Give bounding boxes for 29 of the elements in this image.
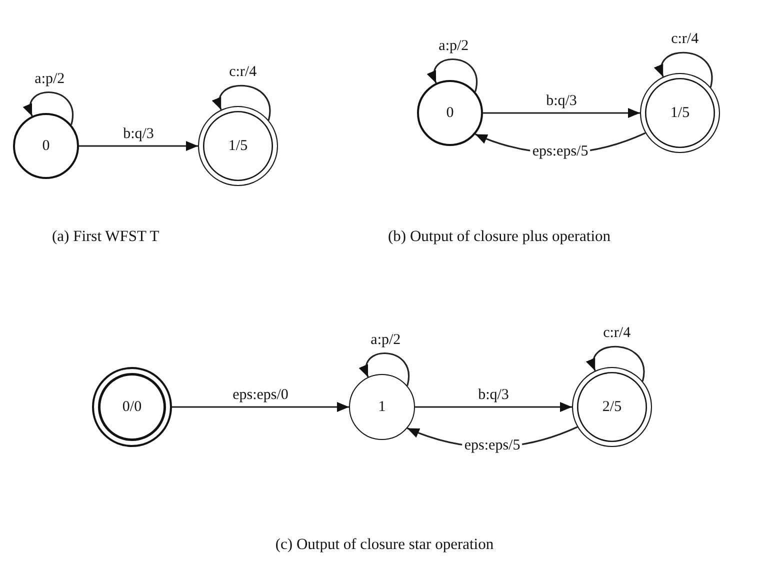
state-label: 0 [446, 104, 454, 122]
edge-label: b:q/3 [544, 93, 579, 110]
state-label: 1 [378, 398, 386, 416]
edge-label: a:p/2 [32, 71, 67, 88]
edge-label: eps:eps/5 [530, 144, 590, 161]
transition-arrow [172, 402, 349, 412]
state-label: 0 [42, 138, 50, 154]
state-label: 1/5 [228, 138, 248, 154]
edge-label: b:q/3 [121, 126, 156, 143]
state-label: 0/0 [122, 398, 142, 416]
edge-label: a:p/2 [436, 38, 471, 55]
edge-label: eps:eps/5 [462, 438, 522, 455]
transition-arrow [360, 352, 410, 386]
transition-arrow [588, 346, 645, 382]
transition-arrow [79, 141, 198, 151]
caption: (b) Output of closure plus operation [388, 227, 612, 247]
transition-arrow [656, 52, 713, 88]
transition-arrow [214, 84, 271, 120]
state-label: 2/5 [602, 398, 622, 416]
edge-label: eps:eps/0 [230, 387, 290, 404]
caption: (c) Output of closure star operation [275, 535, 494, 555]
edge-label: a:p/2 [368, 332, 403, 349]
edge-label: b:q/3 [476, 387, 511, 404]
transition-arrow [428, 58, 478, 92]
transition-arrow [415, 402, 572, 412]
transition-arrow [483, 108, 640, 118]
transition-arrow [24, 92, 74, 125]
caption: (a) First WFST T [52, 227, 160, 247]
state-label: 1/5 [670, 104, 690, 122]
